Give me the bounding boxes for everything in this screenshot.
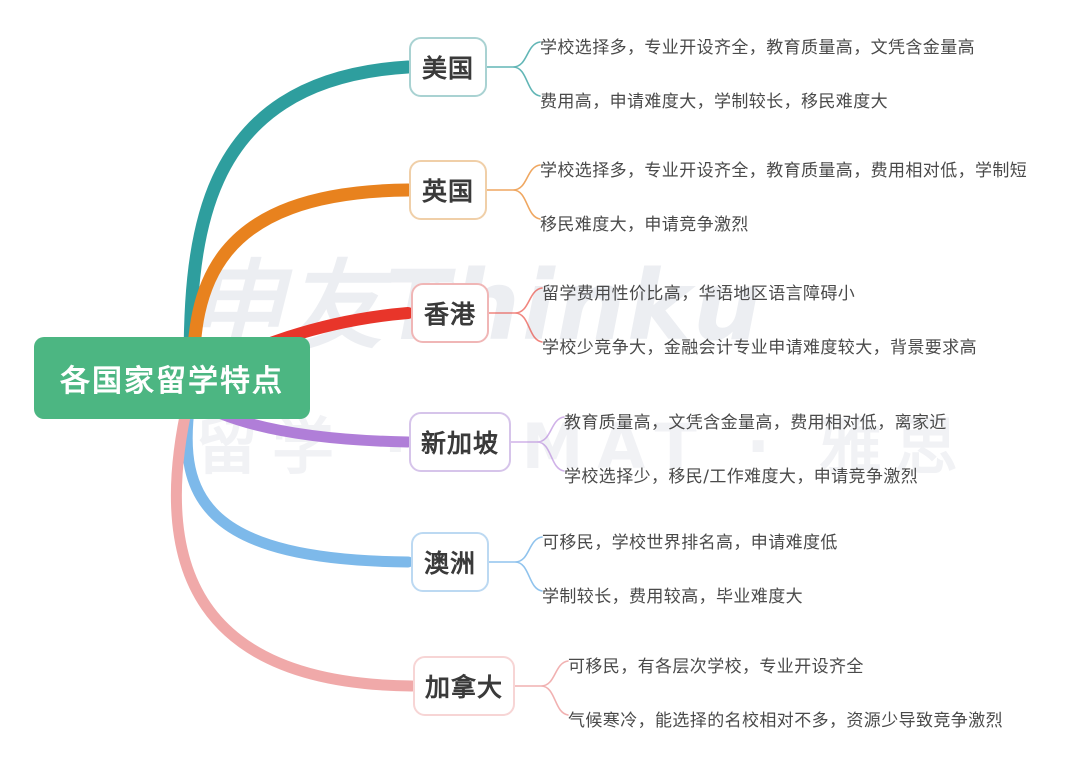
leaf-yingguo-1: 移民难度大，申请竞争激烈	[540, 215, 749, 235]
branch-curve-4	[181, 396, 414, 568]
leaf-xinjiapo-1: 学校选择少，移民/工作难度大，申请竞争激烈	[564, 467, 919, 487]
leaf-yingguo-0: 学校选择多，专业开设齐全，教育质量高，费用相对低，学制短	[540, 161, 1028, 181]
node-xinjiapo[interactable]: 新加坡	[409, 412, 511, 472]
leaf-connector-0	[486, 41, 541, 97]
leaf-connector-4	[488, 536, 543, 592]
node-yingguo-label: 英国	[421, 177, 474, 206]
root-node[interactable]: 各国家留学特点	[34, 337, 310, 419]
node-jianada-label: 加拿大	[424, 673, 503, 702]
node-meiguo[interactable]: 美国	[409, 37, 487, 97]
node-aozhou-label: 澳洲	[423, 549, 476, 578]
branch-curve-5	[170, 396, 418, 692]
leaf-aozhou-0: 可移民，学校世界排名高，申请难度低	[542, 533, 838, 553]
leaf-connector-2	[488, 287, 543, 343]
leaf-connector-1	[486, 164, 541, 220]
node-yingguo[interactable]: 英国	[409, 160, 487, 220]
node-xianggang-label: 香港	[423, 300, 476, 329]
node-xinjiapo-label: 新加坡	[420, 429, 499, 458]
leaf-jianada-1: 气候寒冷，能选择的名校相对不多，资源少导致竞争激烈	[568, 711, 1003, 731]
leaf-xinjiapo-0: 教育质量高，文凭含金量高，费用相对低，离家近	[564, 413, 947, 433]
leaf-jianada-0: 可移民，有各层次学校，专业开设齐全	[568, 657, 864, 677]
node-aozhou[interactable]: 澳洲	[411, 532, 489, 592]
leaf-connector-5	[514, 660, 569, 716]
node-meiguo-label: 美国	[421, 54, 474, 83]
leaf-meiguo-1: 费用高，申请难度大，学制较长，移民难度大	[540, 92, 888, 112]
leaf-xianggang-0: 留学费用性价比高，华语地区语言障碍小	[542, 284, 856, 304]
leaf-connector-3	[510, 416, 565, 472]
node-jianada[interactable]: 加拿大	[413, 656, 515, 716]
root-node-label: 各国家留学特点	[60, 364, 284, 399]
leaf-meiguo-0: 学校选择多，专业开设齐全，教育质量高，文凭含金量高	[540, 38, 975, 58]
leaf-xianggang-1: 学校少竞争大，金融会计专业申请难度较大，背景要求高	[542, 338, 977, 358]
node-xianggang[interactable]: 香港	[411, 283, 489, 343]
leaf-aozhou-1: 学制较长，费用较高，毕业难度大	[542, 587, 803, 607]
